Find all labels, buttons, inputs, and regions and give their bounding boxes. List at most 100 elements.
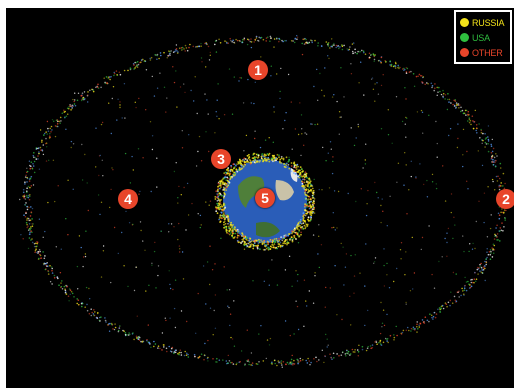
debris-dot — [271, 363, 273, 365]
debris-dot — [468, 121, 471, 124]
debris-dot — [222, 359, 224, 361]
debris-dot — [475, 220, 477, 223]
debris-dot — [223, 172, 226, 175]
debris-dot — [154, 54, 156, 56]
debris-dot — [436, 94, 438, 97]
debris-dot — [42, 153, 45, 156]
debris-dot — [374, 83, 376, 85]
debris-dot — [260, 325, 262, 327]
debris-dot — [137, 148, 140, 150]
debris-dot — [273, 238, 276, 241]
debris-dot — [170, 223, 173, 225]
debris-dot — [305, 184, 307, 186]
debris-dot — [279, 90, 281, 93]
debris-dot — [307, 357, 309, 360]
debris-dot — [84, 153, 86, 156]
debris-dot — [386, 225, 388, 227]
debris-dot — [405, 301, 407, 304]
debris-dot — [467, 280, 469, 283]
debris-dot — [408, 71, 411, 73]
debris-dot — [314, 39, 316, 42]
debris-dot — [201, 61, 203, 63]
debris-dot — [405, 71, 408, 73]
debris-dot — [261, 243, 264, 246]
debris-dot — [250, 364, 252, 366]
debris-dot — [487, 253, 490, 256]
debris-dot — [77, 288, 79, 290]
debris-dot — [223, 187, 226, 190]
debris-dot — [386, 274, 388, 276]
debris-dot — [26, 187, 28, 189]
debris-dot — [215, 210, 218, 213]
debris-dot — [248, 363, 250, 366]
debris-dot — [404, 87, 406, 89]
debris-dot — [61, 112, 64, 115]
debris-dot — [149, 57, 151, 60]
debris-dot — [497, 212, 500, 215]
debris-dot — [25, 202, 27, 204]
debris-dot — [60, 120, 62, 122]
debris-dot — [423, 183, 425, 186]
debris-dot — [227, 42, 229, 44]
debris-dot — [357, 126, 360, 128]
debris-dot — [302, 187, 305, 189]
debris-dot — [381, 326, 383, 328]
debris-dot — [228, 306, 230, 309]
debris-dot — [299, 220, 301, 223]
debris-dot — [434, 83, 436, 85]
debris-dot — [292, 237, 295, 240]
debris-dot — [373, 54, 376, 57]
debris-dot — [232, 163, 235, 166]
debris-dot — [273, 111, 275, 113]
debris-dot — [276, 247, 278, 250]
debris-dot — [281, 239, 284, 242]
debris-dot — [209, 307, 212, 309]
debris-dot — [200, 57, 203, 59]
debris-dot — [406, 326, 409, 329]
debris-dot — [195, 332, 197, 334]
debris-dot — [230, 336, 232, 339]
debris-dot — [42, 144, 45, 146]
debris-dot — [243, 37, 246, 40]
debris-dot — [232, 39, 234, 42]
debris-dot — [39, 254, 42, 257]
debris-dot — [38, 168, 41, 170]
debris-dot — [99, 154, 101, 157]
debris-dot — [426, 319, 429, 322]
debris-dot — [262, 155, 265, 158]
debris-dot — [95, 316, 98, 319]
debris-dot — [258, 238, 260, 241]
debris-dot — [257, 242, 260, 245]
debris-dot — [263, 280, 265, 282]
debris-dot — [499, 162, 502, 165]
debris-dot — [475, 124, 478, 126]
debris-dot — [378, 341, 380, 344]
debris-dot — [217, 190, 219, 193]
debris-dot — [138, 336, 141, 339]
debris-dot — [304, 204, 307, 207]
debris-dot — [486, 248, 488, 250]
debris-dot — [54, 125, 57, 127]
debris-dot — [163, 86, 166, 89]
debris-dot — [253, 41, 255, 43]
debris-dot — [232, 173, 235, 176]
debris-dot — [301, 128, 303, 130]
debris-dot — [480, 262, 482, 265]
debris-dot — [288, 156, 290, 158]
debris-dot — [80, 99, 83, 102]
legend-item-other: OTHER — [460, 45, 507, 60]
debris-dot — [247, 359, 249, 361]
geostationary-ring — [22, 35, 508, 367]
debris-dot — [225, 186, 228, 189]
debris-dot — [30, 206, 32, 208]
debris-dot — [251, 364, 254, 367]
debris-dot — [486, 251, 488, 253]
debris-dot — [61, 280, 63, 282]
debris-dot — [353, 42, 355, 44]
debris-dot — [298, 361, 300, 363]
debris-dot — [82, 256, 85, 258]
debris-dot — [161, 349, 163, 351]
debris-dot — [228, 68, 231, 70]
debris-dot — [415, 177, 417, 180]
debris-dot — [437, 91, 439, 93]
